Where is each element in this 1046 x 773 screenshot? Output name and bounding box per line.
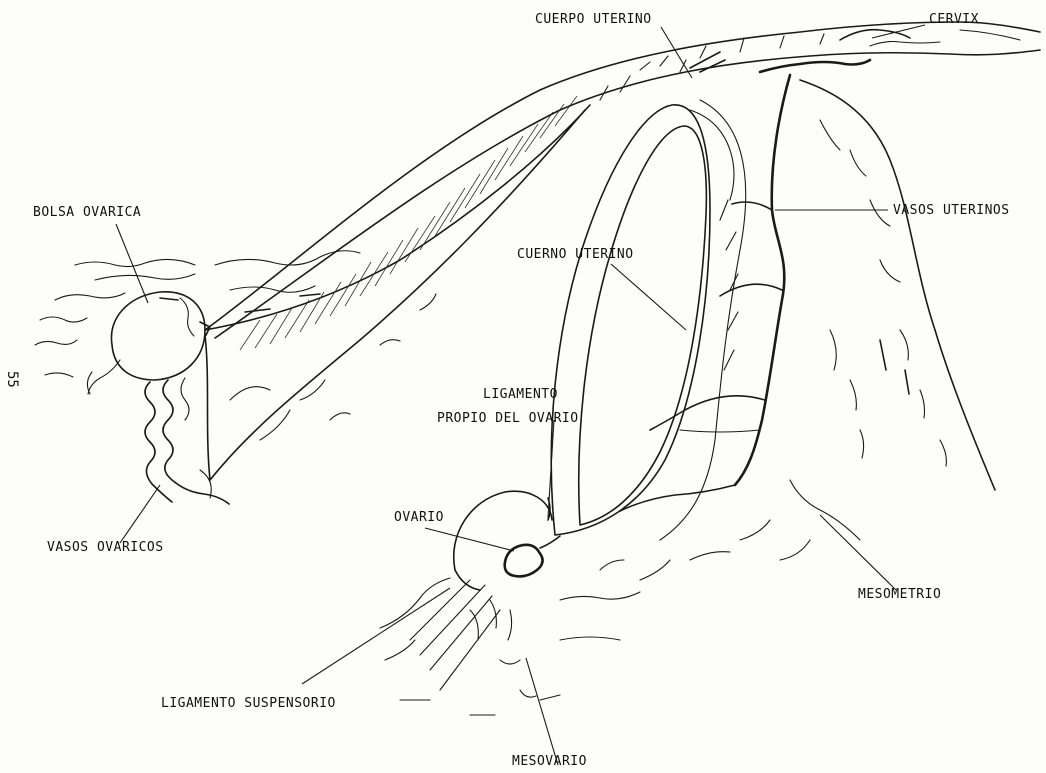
label-cervix: CERVIX [929, 13, 979, 26]
leader-cervix [872, 25, 925, 38]
label-ligamento: LIGAMENTO [483, 388, 558, 401]
label-ovario: OVARIO [394, 511, 444, 524]
mesovario-shape [380, 560, 640, 715]
leader-ligamento-suspensorio [302, 588, 450, 684]
leader-vasos-ovaricos [120, 485, 160, 543]
leader-mesometrio [820, 515, 896, 590]
vasos-uterinos-shape [620, 75, 790, 511]
leader-cuerno-uterino [611, 264, 686, 330]
page-number: 55 [4, 371, 20, 388]
label-mesovario: MESOVARIO [512, 755, 587, 768]
label-mesometrio: MESOMETRIO [858, 588, 941, 601]
label-cuerpo-uterino: CUERPO UTERINO [535, 13, 652, 26]
label-vasos-uterinos: VASOS UTERINOS [893, 204, 1010, 217]
leader-mesovario [526, 658, 558, 765]
label-bolsa-ovarica: BOLSA OVARICA [33, 206, 141, 219]
cervix-shape [760, 30, 1020, 72]
ovario-shape [454, 491, 560, 590]
leader-ovario [425, 528, 514, 551]
label-vasos-ovaricos: VASOS OVARICOS [47, 541, 164, 554]
cuerpo-uterino-shape [205, 22, 1040, 338]
cuerno-uterino-shape [551, 100, 745, 540]
label-cuerno-uterino: CUERNO UTERINO [517, 248, 634, 261]
bolsa-ovarica-shape [87, 292, 210, 394]
label-ligamento-suspensorio: LIGAMENTO SUSPENSORIO [161, 697, 336, 710]
label-propio-del-ovario: PROPIO DEL OVARIO [437, 412, 579, 425]
mesometrio-shape [640, 80, 995, 580]
vasos-ovaricos-shape [145, 378, 229, 504]
